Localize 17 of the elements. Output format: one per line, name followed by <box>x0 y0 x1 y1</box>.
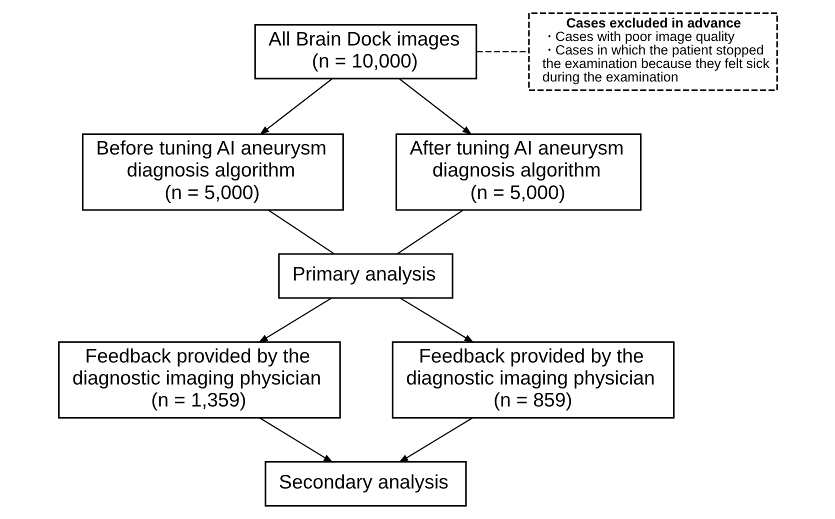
node-box: Cases excluded in advance ・Cases with poor image quality ・Cases in which the patient stopped the examination because they felt sick during the examination <box>528 12 778 91</box>
node-box: Feedback provided by the diagnostic imaging physician (n = 1,359) <box>58 341 340 419</box>
arrow <box>398 78 472 135</box>
node-box: Primary analysis <box>278 253 453 299</box>
node-box: Feedback provided by the diagnostic imaging physician (n = 859) <box>391 341 674 419</box>
arrow <box>398 418 472 463</box>
node-box: Before tuning AI aneurysm diagnosis algorithm (n = 5,000) <box>81 133 344 211</box>
connector <box>476 51 528 52</box>
connector <box>268 210 334 254</box>
connector <box>396 210 463 254</box>
arrow <box>258 78 332 135</box>
node-box: All Brain Dock images (n = 10,000) <box>254 24 477 80</box>
arrow <box>258 298 332 343</box>
node-box: Secondary analysis <box>264 461 466 507</box>
arrow <box>400 298 474 343</box>
arrow <box>259 418 333 463</box>
node-box: After tuning AI aneurysm diagnosis algorithm (n = 5,000) <box>395 133 642 211</box>
